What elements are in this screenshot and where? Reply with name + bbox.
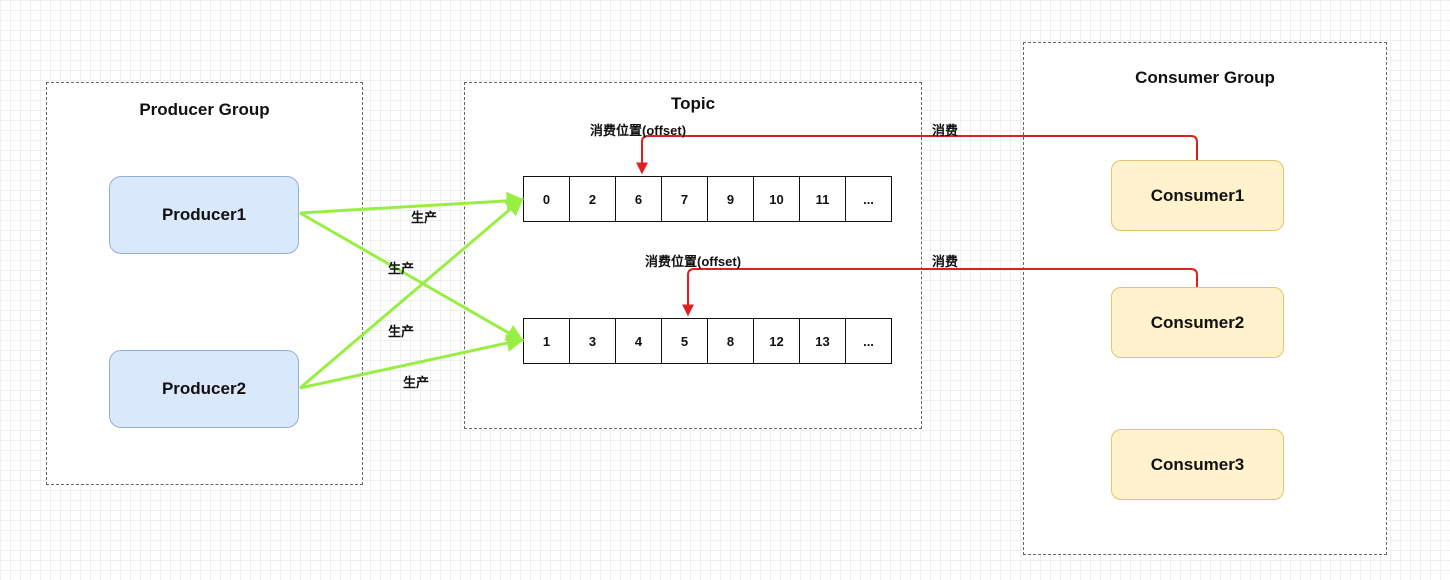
consume-edge-c2-q2[interactable]: [682, 268, 1198, 317]
message-queue-1: 0 2 6 7 9 10 11 ...: [523, 176, 892, 222]
queue-1-cell[interactable]: 2: [569, 176, 616, 222]
queue-1-cell[interactable]: 0: [523, 176, 570, 222]
queue-2-cell[interactable]: 12: [753, 318, 800, 364]
topic-title: Topic: [670, 94, 716, 113]
queue-1-cell[interactable]: 11: [799, 176, 846, 222]
produce-label: 生产: [403, 375, 430, 390]
queue-2-cell[interactable]: 8: [707, 318, 754, 364]
queue-1-cell[interactable]: 9: [707, 176, 754, 222]
offset-label: 消费位置(offset): [645, 254, 742, 269]
consumer-3-node[interactable]: Consumer3: [1111, 429, 1284, 500]
consume-label: 消费: [932, 123, 959, 138]
queue-1-cell[interactable]: 7: [661, 176, 708, 222]
queue-1-cell[interactable]: 10: [753, 176, 800, 222]
offset-label: 消费位置(offset): [590, 123, 687, 138]
consumer-group-title: Consumer Group: [1135, 68, 1275, 87]
queue-2-cell[interactable]: 5: [661, 318, 708, 364]
producer-2-node[interactable]: Producer2: [109, 350, 299, 428]
consumer-2-node[interactable]: Consumer2: [1111, 287, 1284, 358]
queue-2-cell[interactable]: ...: [845, 318, 892, 364]
produce-edge-p2-q2[interactable]: [299, 334, 525, 390]
consume-label: 消费: [932, 254, 959, 269]
message-queue-2: 1 3 4 5 8 12 13 ...: [523, 318, 892, 364]
producer-group-title: Producer Group: [139, 100, 270, 119]
produce-edge-p1-q1[interactable]: [299, 191, 525, 215]
produce-label: 生产: [388, 324, 415, 339]
producer-1-node[interactable]: Producer1: [109, 176, 299, 254]
consume-edge-c1-q1[interactable]: [636, 135, 1198, 175]
queue-2-cell[interactable]: 3: [569, 318, 616, 364]
topic-container: Topic: [464, 82, 922, 429]
produce-edge-p2-q1[interactable]: [299, 197, 524, 390]
produce-label: 生产: [388, 261, 415, 276]
queue-1-cell[interactable]: ...: [845, 176, 892, 222]
queue-1-cell[interactable]: 6: [615, 176, 662, 222]
produce-edge-p1-q2[interactable]: [299, 211, 525, 342]
produce-label: 生产: [411, 210, 438, 225]
consumer-1-node[interactable]: Consumer1: [1111, 160, 1284, 231]
queue-2-cell[interactable]: 13: [799, 318, 846, 364]
